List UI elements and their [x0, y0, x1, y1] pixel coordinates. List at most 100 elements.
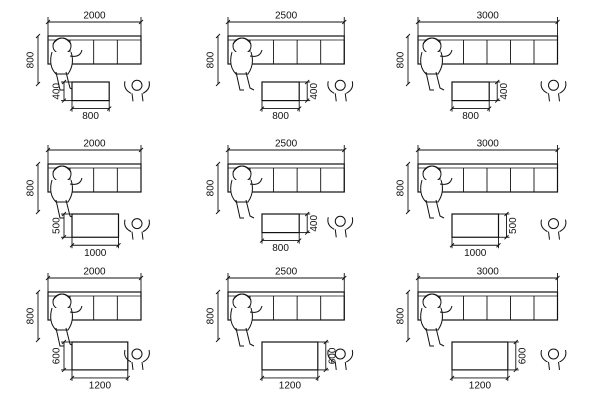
dimension-tick: [35, 209, 41, 215]
standing-person-figure: [327, 215, 354, 238]
dimension-tick: [69, 106, 75, 111]
counter-depth-label: 800: [206, 179, 217, 196]
standing-person-figure: [327, 348, 354, 371]
person-hair: [232, 37, 252, 45]
dimension-tick: [323, 367, 329, 373]
table-depth-label: 400: [52, 83, 63, 100]
person-head: [334, 215, 346, 227]
dimension-tick: [415, 19, 421, 25]
table-width-label: 1200: [469, 381, 492, 392]
table-outline: [451, 213, 500, 238]
person-hair: [422, 165, 442, 173]
person-shoulders: [124, 81, 150, 94]
dimension-tick: [225, 147, 231, 153]
dimension-tick: [405, 289, 411, 295]
person-leg: [435, 71, 445, 91]
dimension-tick: [215, 337, 221, 343]
person-arm: [69, 49, 83, 57]
table-width-label: 800: [82, 111, 99, 122]
person-leg: [235, 327, 244, 347]
person-head: [334, 79, 346, 91]
seated-person-figure: [420, 293, 453, 347]
dimension-tick: [106, 106, 112, 111]
person-leg: [235, 71, 244, 91]
dimension-tick: [215, 33, 221, 39]
dimension-tick: [35, 289, 41, 295]
person-legs: [548, 93, 560, 102]
counter-depth-label: 800: [206, 51, 217, 68]
standing-person-figure: [540, 348, 567, 371]
person-arm: [69, 177, 83, 185]
table-depth-label: 400: [499, 83, 510, 100]
dimension-tick: [415, 147, 421, 153]
counter-length-label: 2000: [83, 11, 106, 22]
person-body: [420, 307, 443, 331]
dimension-tick: [405, 81, 411, 87]
dimension-tick: [405, 33, 411, 39]
dimension-tick: [341, 19, 347, 25]
dimension-tick: [45, 19, 51, 25]
table-width-label: 800: [462, 111, 479, 122]
dimension-tick: [138, 147, 144, 153]
dimension-tick: [61, 367, 67, 373]
dimension-tick: [138, 19, 144, 25]
person-arm: [439, 49, 453, 57]
person-head: [548, 348, 559, 360]
person-leg: [425, 199, 434, 219]
dimension-tick: [405, 337, 411, 343]
dimension-tick: [449, 106, 455, 111]
person-body: [420, 51, 443, 75]
dimension-tick: [225, 275, 231, 281]
person-arm: [69, 305, 83, 313]
dimension-tick: [504, 234, 509, 240]
table-width-label: 1000: [464, 248, 487, 259]
table-depth-label: 500: [52, 217, 63, 234]
person-shoulders: [327, 349, 354, 363]
counter-length-label: 2500: [275, 139, 298, 150]
person-leg: [235, 199, 244, 219]
person-leg: [55, 71, 64, 91]
standing-person-figure: [124, 348, 150, 371]
dimension-tick: [35, 161, 41, 167]
dimension-tick: [405, 161, 411, 167]
person-body: [50, 307, 73, 331]
counter-length-label: 2500: [275, 267, 298, 278]
dimension-tick: [215, 289, 221, 295]
standing-person-figure: [124, 218, 150, 240]
dimension-tick: [304, 211, 310, 217]
counter-depth-label: 800: [396, 51, 407, 68]
counter-length-label: 2500: [275, 11, 298, 22]
counter-length-label: 2000: [83, 267, 106, 278]
counter-length-label: 3000: [477, 11, 500, 22]
person-shoulders: [124, 219, 150, 233]
person-hair: [422, 293, 442, 301]
person-leg: [245, 199, 255, 219]
dimension-tick: [513, 339, 519, 345]
dimension-tick: [61, 79, 67, 85]
dimension-tick: [125, 375, 131, 381]
person-legs: [334, 93, 347, 102]
standing-person-figure: [124, 79, 150, 102]
person-leg: [245, 327, 255, 347]
person-arm: [249, 305, 263, 313]
counter-depth-label: 800: [206, 307, 217, 324]
dimension-tick: [486, 106, 492, 111]
dimension-tick: [304, 230, 310, 235]
dimension-tick: [225, 19, 231, 25]
standing-person-figure: [540, 79, 567, 102]
person-arm: [439, 177, 453, 185]
seated-person-figure: [420, 165, 453, 219]
person-legs: [334, 361, 347, 371]
counter-depth-label: 800: [396, 179, 407, 196]
person-arm: [249, 49, 263, 57]
dimension-tick: [61, 234, 67, 240]
table-width-label: 800: [272, 111, 289, 122]
dimension-tick: [215, 209, 221, 215]
person-arm: [249, 177, 263, 185]
person-leg: [435, 199, 445, 219]
